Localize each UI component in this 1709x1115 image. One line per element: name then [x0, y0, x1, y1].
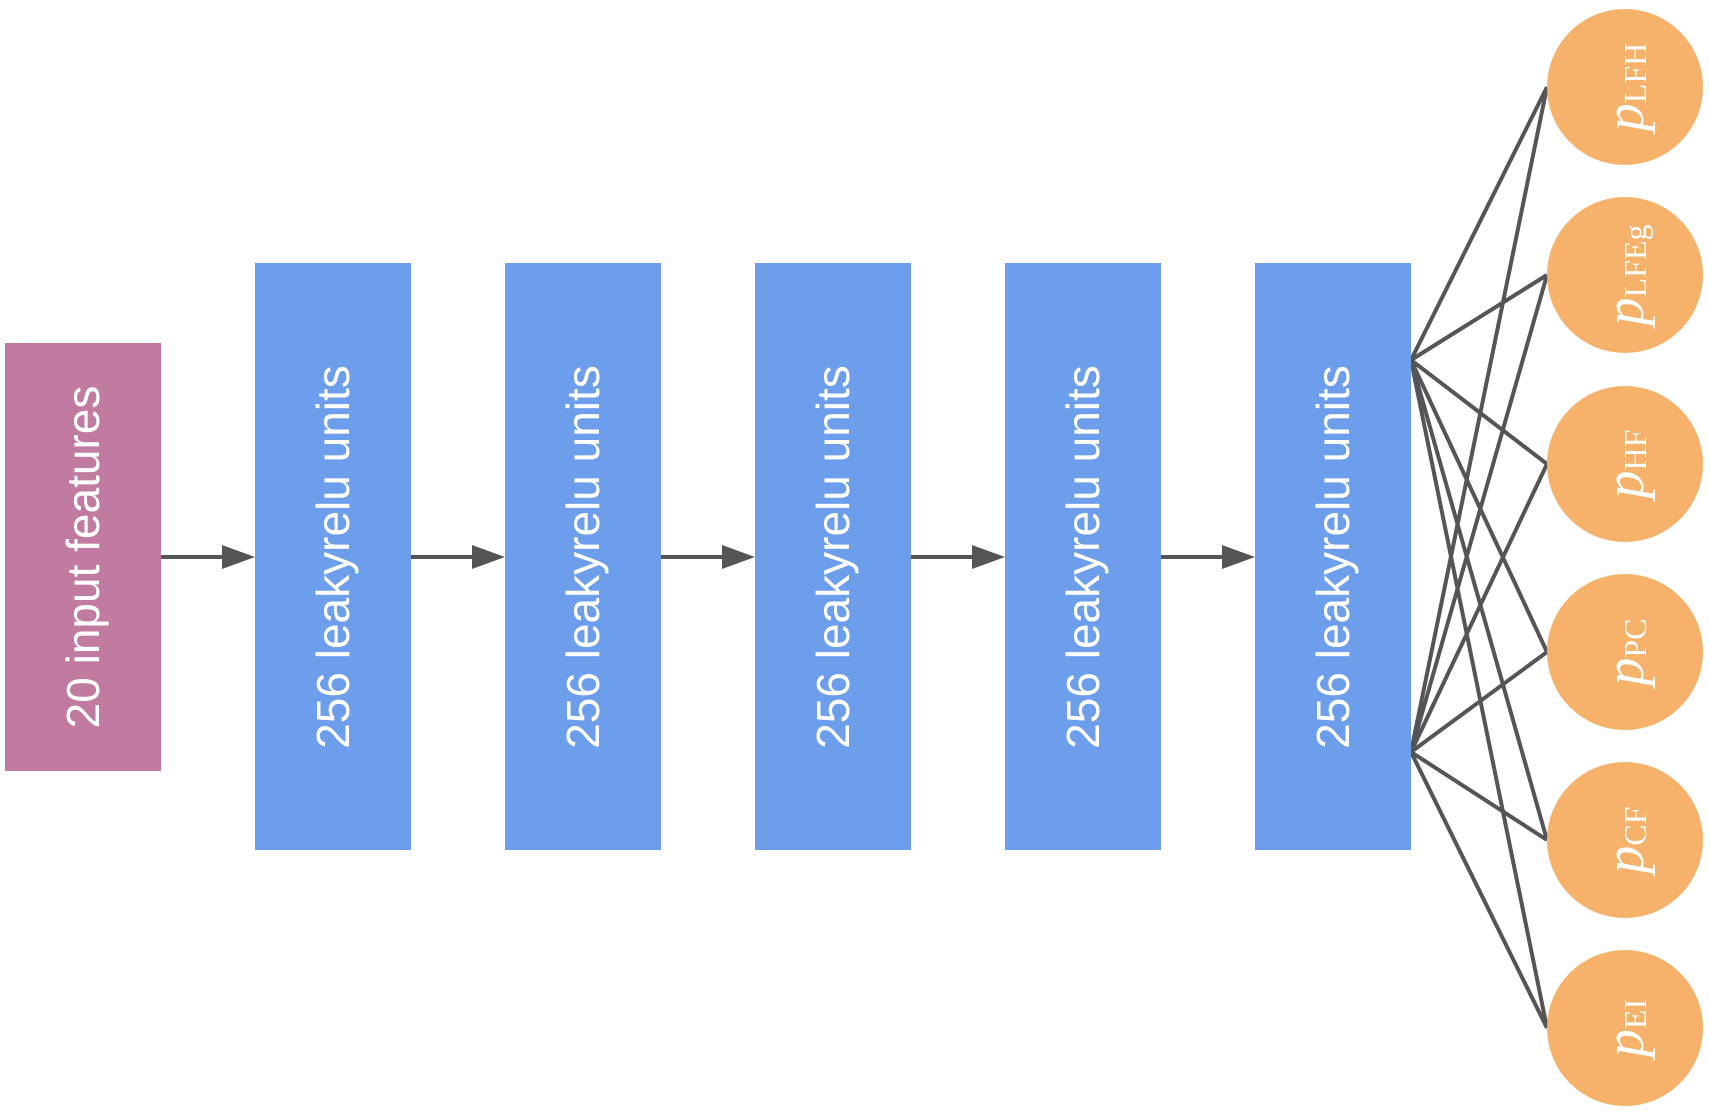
hidden-layer-label: 256 leakyrelu units	[1307, 365, 1359, 749]
output-node-lfh: pLFH	[1547, 9, 1703, 165]
input-layer: 20 input features	[5, 343, 161, 771]
output-node-circle	[1547, 197, 1703, 353]
connection-edge	[1409, 86, 1549, 753]
connection-edge	[1409, 273, 1549, 362]
arrow-input-to-hidden-1	[161, 545, 255, 569]
hidden-layer-4: 256 leakyrelu units	[1005, 263, 1161, 850]
hidden-layer-label: 256 leakyrelu units	[1057, 365, 1109, 749]
output-node-circle	[1547, 950, 1703, 1106]
output-node-label: pCF	[1594, 806, 1656, 877]
output-node-label: pLFEg	[1594, 225, 1656, 330]
connection-edge	[1409, 750, 1549, 842]
output-node-circle	[1547, 762, 1703, 918]
hidden-layer-5: 256 leakyrelu units	[1255, 263, 1411, 850]
connection-edge	[1409, 359, 1549, 653]
output-node-label: pLFH	[1594, 43, 1656, 135]
hidden-layer-1: 256 leakyrelu units	[255, 263, 411, 850]
connection-edge	[1409, 463, 1549, 753]
hidden-layer-label: 256 leakyrelu units	[307, 365, 359, 749]
hidden-layer-2: 256 leakyrelu units	[505, 263, 661, 850]
output-node-circle	[1547, 9, 1703, 165]
output-node-hf: pHF	[1547, 386, 1703, 542]
connection-edge	[1409, 359, 1549, 1029]
output-node-pc: pPC	[1547, 574, 1703, 730]
hidden-layer-box	[255, 263, 411, 850]
connection-edge	[1409, 359, 1549, 841]
hidden-layer-box	[1005, 263, 1161, 850]
arrow-hidden-1-to-hidden-2	[411, 545, 505, 569]
output-node-circle	[1547, 574, 1703, 730]
output-node-label: pEI	[1594, 999, 1656, 1061]
connection-edge	[1409, 86, 1549, 361]
output-node-label: pPC	[1594, 618, 1656, 689]
connection-edge	[1409, 274, 1549, 753]
output-node-lfeg: pLFEg	[1547, 197, 1703, 353]
output-node-ei: pEI	[1547, 950, 1703, 1106]
hidden-layer-label: 256 leakyrelu units	[557, 365, 609, 749]
input-layer-label: 20 input features	[57, 386, 109, 729]
arrow-hidden-3-to-hidden-4	[911, 545, 1005, 569]
hidden-layer-box	[505, 263, 661, 850]
hidden-layer-3: 256 leakyrelu units	[755, 263, 911, 850]
arrow-hidden-2-to-hidden-3	[661, 545, 755, 569]
connection-edge	[1409, 751, 1549, 1029]
arrow-hidden-4-to-hidden-5	[1161, 545, 1255, 569]
output-node-circle	[1547, 386, 1703, 542]
output-node-label: pHF	[1594, 430, 1656, 503]
hidden-layer-box	[755, 263, 911, 850]
output-connections	[1409, 86, 1549, 1029]
hidden-layer-box	[1255, 263, 1411, 850]
output-node-cf: pCF	[1547, 762, 1703, 918]
hidden-layer-label: 256 leakyrelu units	[807, 365, 859, 749]
input-layer-box	[5, 343, 161, 771]
connection-edge	[1409, 650, 1549, 754]
